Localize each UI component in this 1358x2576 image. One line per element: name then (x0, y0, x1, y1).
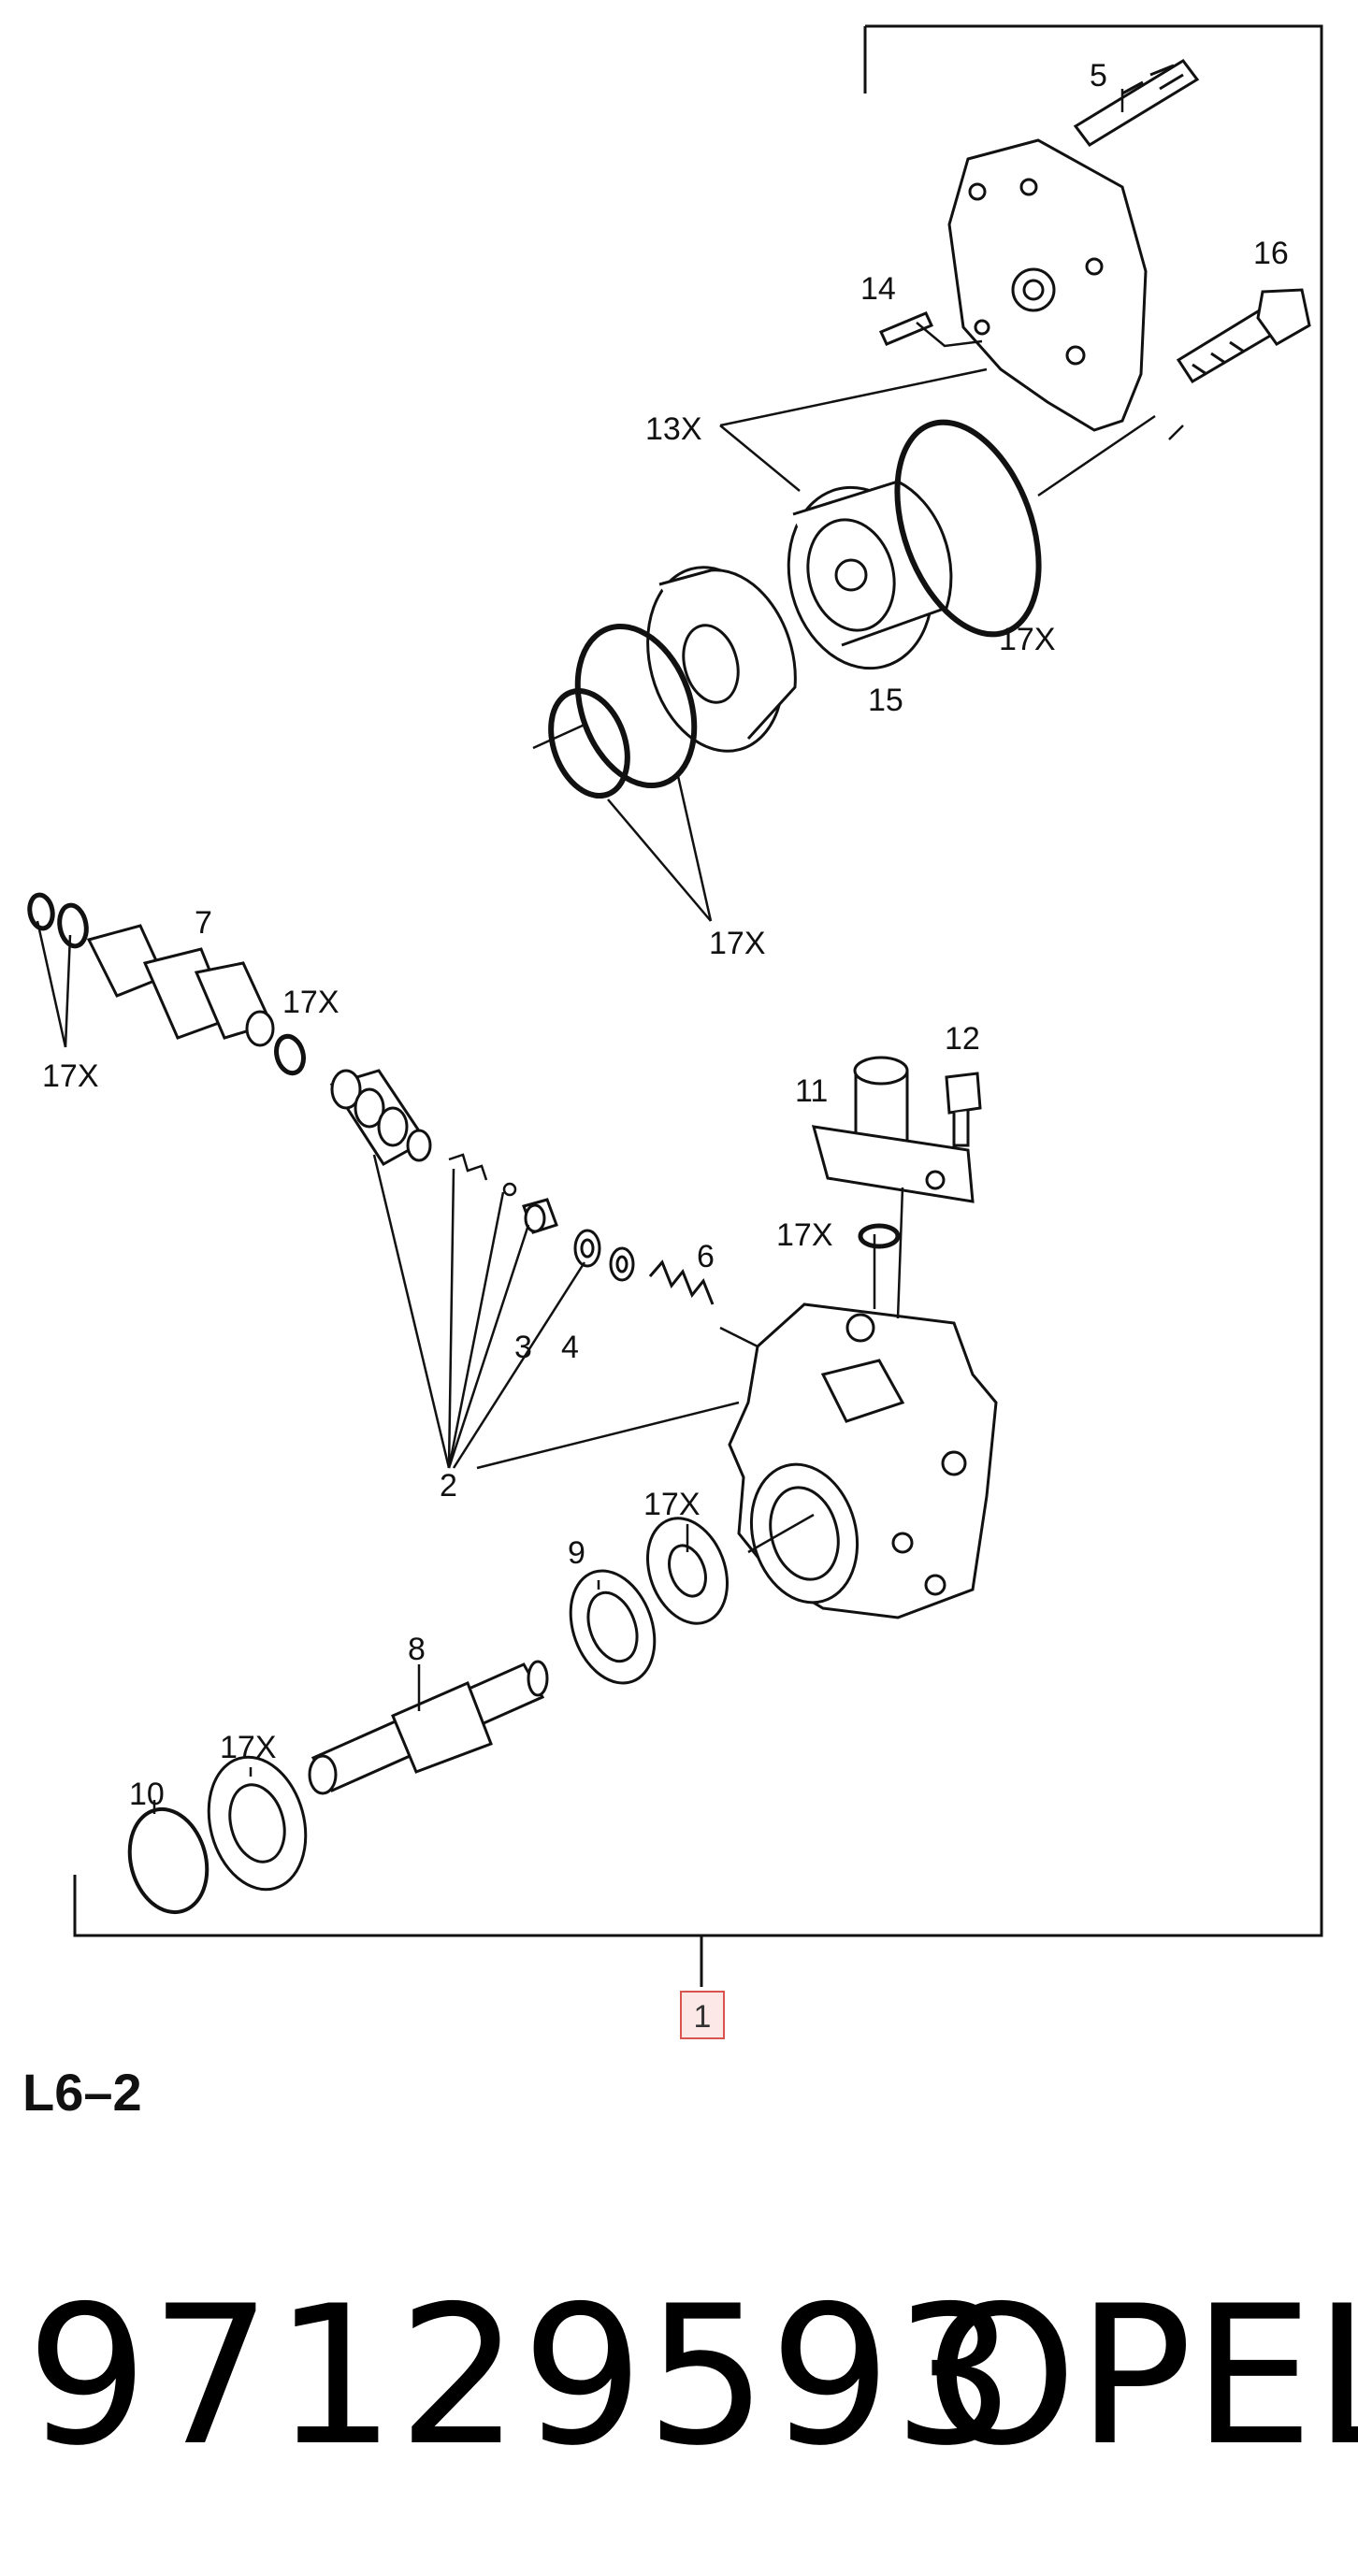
exploded-parts-diagram: 1 (27, 24, 1323, 2039)
reference-box-1[interactable]: 1 (680, 1991, 725, 2039)
bottom-leader-lines (152, 1513, 815, 1814)
stud-bolt-5 (1073, 59, 1200, 147)
callout-5: 5 (1090, 58, 1107, 94)
washers-3-4 (573, 1229, 635, 1282)
pump-housing (728, 1302, 998, 1619)
middle-leader-lines (36, 920, 904, 1470)
callout-14: 14 (860, 271, 896, 307)
callout-3: 3 (514, 1330, 532, 1365)
callout-6: 6 (697, 1239, 715, 1274)
callout-17x-seal-low: 17X (220, 1730, 277, 1765)
seal-ring-9 (569, 1569, 657, 1685)
small-ball (502, 1182, 517, 1197)
callout-17x-fitting: 17X (776, 1217, 833, 1253)
callout-17x-valve-oring: 17X (282, 985, 340, 1020)
callout-17x-seal-mid: 17X (643, 1487, 701, 1522)
flow-control-valve-spool (329, 1069, 432, 1166)
callout-17x-ring-right: 17X (999, 622, 1056, 657)
callout-10: 10 (129, 1777, 165, 1812)
callout-4: 4 (561, 1330, 579, 1365)
dowel-pin-14 (878, 311, 934, 346)
fitting-o-ring (858, 1223, 901, 1249)
callout-9: 9 (568, 1535, 585, 1571)
o-ring-inner (548, 687, 630, 799)
callout-8: 8 (408, 1632, 426, 1667)
part-number: 97129593 (26, 2266, 1018, 2488)
large-o-ring (894, 419, 1042, 638)
callout-16: 16 (1253, 236, 1289, 271)
oil-seal-mid (645, 1517, 730, 1625)
spring-6 (648, 1259, 715, 1305)
snap-ring-10 (127, 1806, 209, 1915)
bolt-16 (1176, 288, 1311, 384)
left-o-rings (27, 892, 89, 949)
callout-12: 12 (945, 1021, 980, 1057)
union-fitting-7 (86, 924, 275, 1047)
suction-fitting-11 (811, 1056, 975, 1203)
drive-shaft-8 (308, 1660, 549, 1795)
callout-13x: 13X (645, 411, 702, 447)
pressure-plate (646, 566, 797, 753)
callout-11: 11 (795, 1073, 828, 1109)
pump-cover-plate (947, 138, 1148, 432)
o-ring-outer (574, 623, 698, 789)
top-leader-lines (532, 89, 1184, 922)
rotor-cam-ring-15 (787, 480, 953, 670)
valve-plug (522, 1198, 558, 1234)
callout-17x-left-orings: 17X (42, 1058, 99, 1094)
callout-2: 2 (440, 1468, 457, 1504)
diagram-code-label: L6–2 (22, 2063, 142, 2122)
bolt-12 (945, 1072, 982, 1147)
reference-box-label: 1 (694, 1999, 712, 2035)
callout-7: 7 (195, 905, 212, 941)
brand-name: OPEL (926, 2266, 1358, 2488)
shaft-seal-low (207, 1755, 308, 1892)
assembly-bracket-frame (73, 24, 1323, 1937)
small-spring (448, 1153, 488, 1181)
callout-17x-rings-bottom: 17X (709, 926, 766, 961)
valve-o-ring (274, 1033, 306, 1076)
callout-15: 15 (868, 683, 903, 718)
